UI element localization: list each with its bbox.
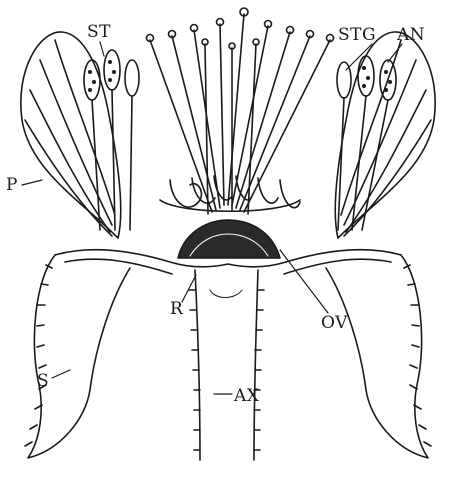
left-sepal [25,255,130,458]
label-p: P [6,177,18,194]
label-an: AN [397,27,425,44]
leader-lines [22,42,402,394]
label-st: ST [87,24,111,41]
right-petal [335,32,435,238]
axis-stalk [189,270,264,460]
left-petal [21,32,121,238]
label-s: S [37,373,49,390]
receptacle-mound [178,220,280,258]
label-ax: AX [234,388,259,405]
label-r: R [170,301,183,318]
label-stg: STG [338,27,376,44]
right-sepal [326,255,431,458]
styles-with-stigmas [147,8,334,214]
label-ov: OV [321,315,348,332]
